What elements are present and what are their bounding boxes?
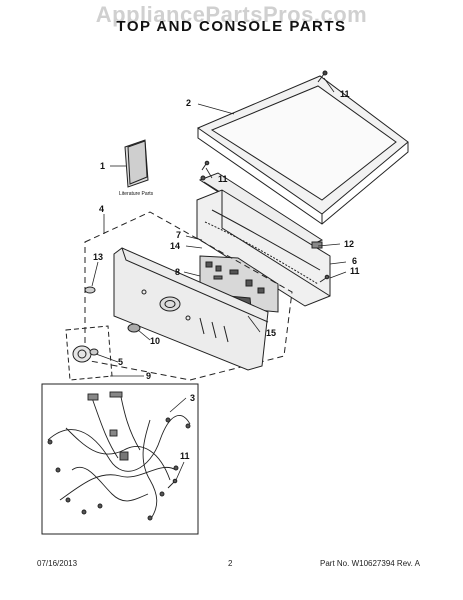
callout-4: 4 (99, 204, 104, 214)
callout-11-harness: 11 (180, 451, 190, 461)
footer-page-number: 2 (228, 559, 233, 568)
callout-7: 7 (176, 230, 181, 240)
callout-3: 3 (190, 393, 195, 403)
callout-12: 12 (344, 239, 354, 249)
callout-1: 1 (100, 161, 105, 171)
top-lid-part (196, 75, 409, 225)
callout-11-frame: 11 (350, 266, 360, 276)
callout-8: 8 (175, 267, 180, 277)
clip-part (84, 286, 96, 294)
callout-15: 15 (266, 328, 276, 338)
callout-14: 14 (170, 241, 180, 251)
wire-harness-part (47, 391, 191, 521)
callout-2: 2 (186, 98, 191, 108)
knob-shaft-part (127, 323, 141, 333)
callout-11-bracket: 11 (218, 174, 228, 184)
callout-6: 6 (352, 256, 357, 266)
console-frame-part (196, 189, 331, 307)
knob-part (72, 345, 99, 363)
footer-part-number: Part No. W10627394 Rev. A (320, 559, 420, 568)
footer-date: 07/16/2013 (37, 559, 78, 568)
page-title: TOP AND CONSOLE PARTS (116, 18, 347, 35)
literature-label: Literature Parts (119, 191, 154, 197)
screw-part (167, 160, 330, 489)
callout-13: 13 (93, 252, 103, 262)
leader-lines (91, 77, 347, 481)
literature-part (124, 139, 149, 188)
callout-10: 10 (150, 336, 160, 346)
watermark: AppliancePartsPros.com (95, 2, 368, 27)
screw-part (317, 70, 328, 83)
wire-harness-box (41, 383, 199, 535)
console-panel-part (113, 247, 269, 371)
control-board-part (199, 255, 279, 313)
callout-11-top: 11 (340, 89, 350, 99)
callout-5: 5 (118, 357, 123, 367)
callout-9: 9 (146, 371, 151, 381)
